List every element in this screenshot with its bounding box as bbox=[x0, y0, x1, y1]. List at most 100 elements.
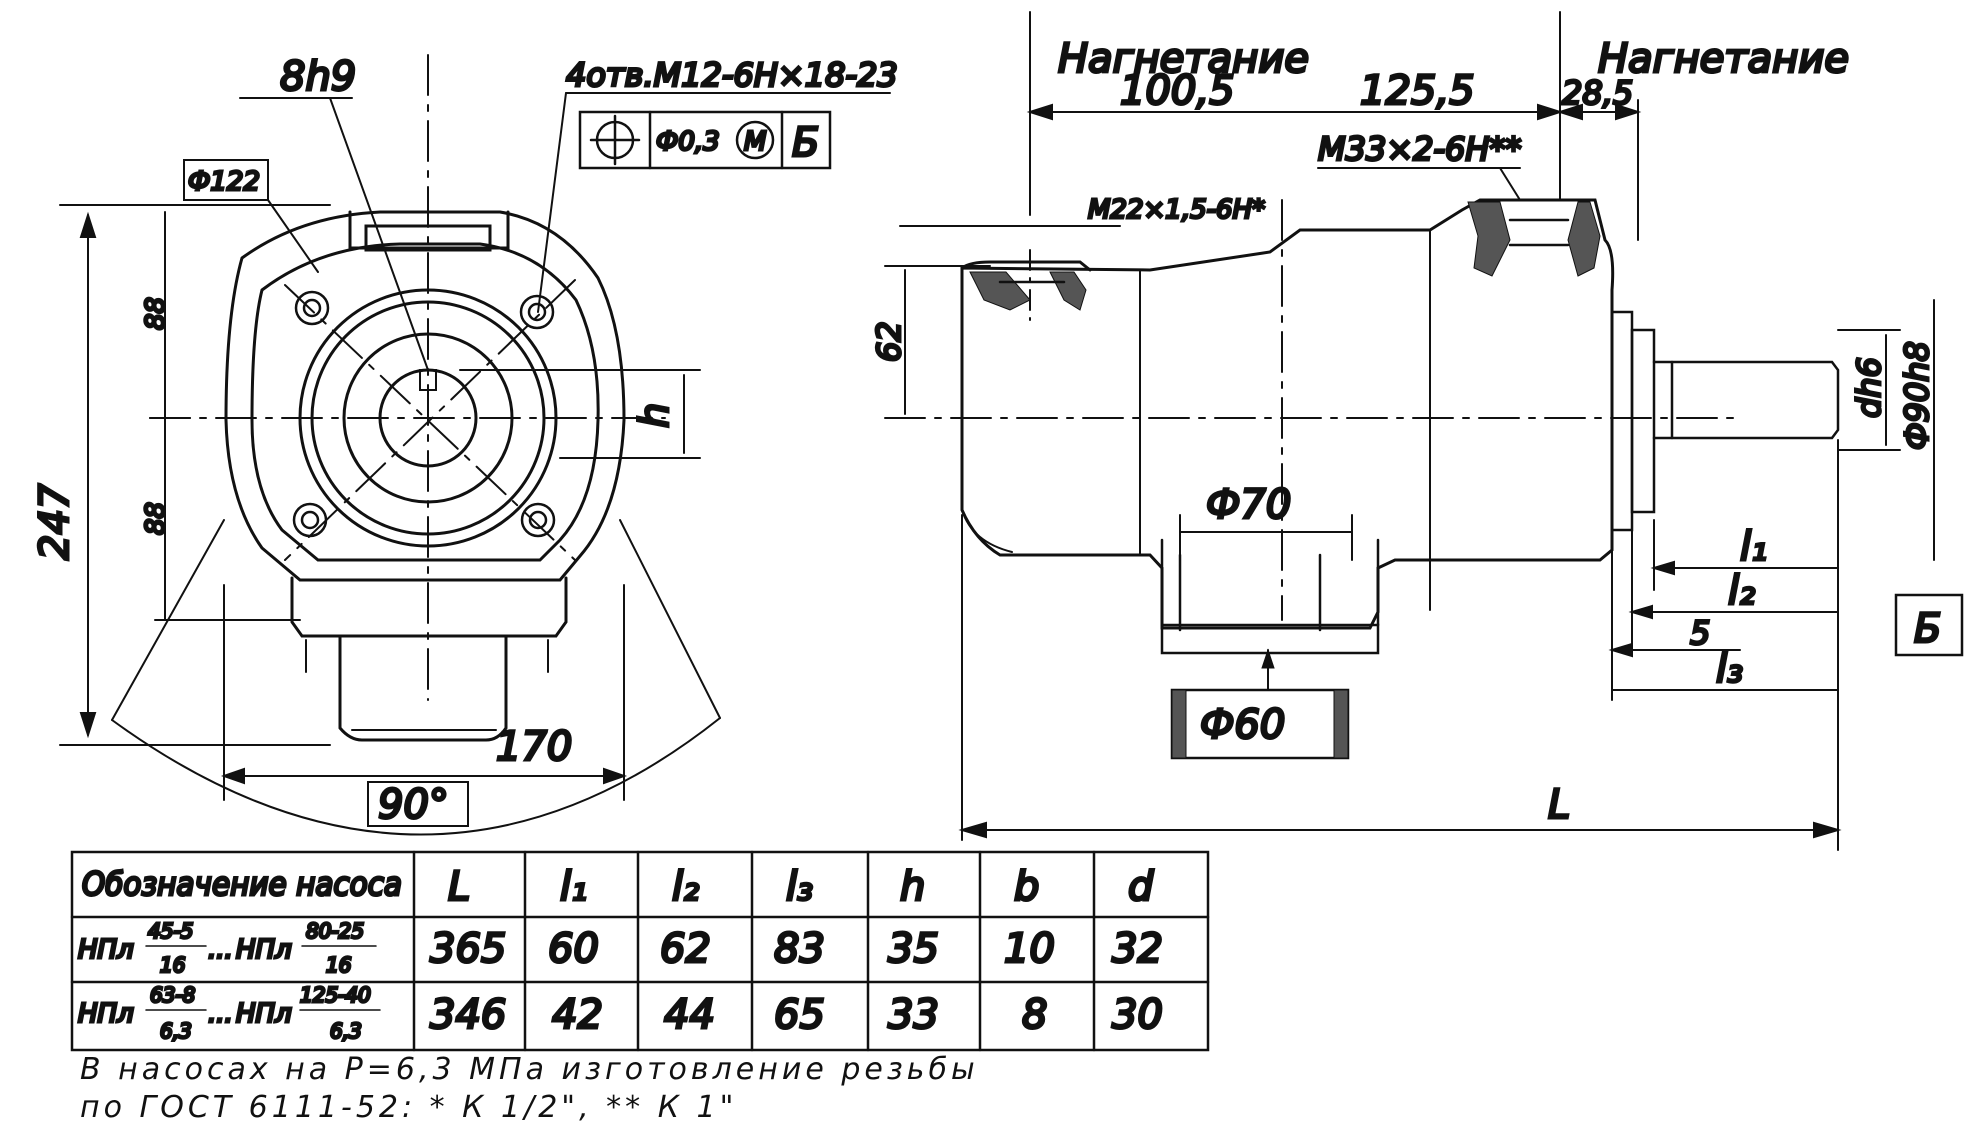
dim-h-label: h bbox=[632, 403, 678, 428]
note-line-1: В насосах на Р=6,3 МПа изготовление резь… bbox=[80, 1052, 979, 1087]
table-cell: 32 bbox=[1112, 926, 1163, 972]
svg-text:...: ... bbox=[208, 935, 233, 965]
table-header-b: b bbox=[1014, 864, 1039, 910]
dim-88-upper-label: 88 bbox=[141, 297, 171, 330]
table-cell: 8 bbox=[1022, 992, 1047, 1038]
svg-text:НПл: НПл bbox=[236, 935, 292, 965]
top-boss bbox=[364, 224, 492, 252]
tolerance-frame bbox=[578, 110, 832, 170]
svg-text:...: ... bbox=[208, 999, 233, 1029]
svg-text:16: 16 bbox=[326, 953, 351, 977]
dim-5-label: 5 bbox=[1690, 614, 1710, 652]
side-top-extensions bbox=[1026, 11, 1642, 241]
drive-shaft bbox=[1652, 360, 1840, 440]
seal-circle bbox=[342, 332, 514, 504]
dim-phi70-label: Ф70 bbox=[1206, 482, 1291, 528]
dim-125-5: 125,5 bbox=[1360, 68, 1475, 114]
pilot-circle bbox=[298, 288, 558, 548]
table-cell: 83 bbox=[774, 926, 825, 972]
table-header-L: L bbox=[448, 864, 470, 910]
bolt-holes bbox=[292, 290, 556, 538]
svg-text:80-25: 80-25 bbox=[306, 919, 364, 943]
dim-62-label: 62 bbox=[870, 321, 908, 362]
svg-text:63-8: 63-8 bbox=[150, 983, 195, 1007]
dim-dh6-label: dh6 bbox=[1850, 357, 1888, 418]
dim-key-label: 8h9 bbox=[280, 54, 356, 100]
flange-outline bbox=[224, 210, 626, 582]
svg-text:6,3: 6,3 bbox=[160, 1019, 192, 1043]
table-cell: 62 bbox=[660, 926, 711, 972]
flange-inner-outline bbox=[250, 242, 600, 562]
dim-l1-label: l₁ bbox=[1740, 524, 1767, 570]
dim-h bbox=[459, 369, 701, 459]
note-line-2: по ГОСТ 6111-52: * К 1/2", ** К 1" bbox=[80, 1090, 738, 1125]
tol-value: Ф0,3 bbox=[656, 127, 720, 157]
dim-l3-label: l₃ bbox=[1716, 646, 1743, 692]
svg-text:НПл: НПл bbox=[236, 999, 292, 1029]
dim-28-5: 28,5 bbox=[1562, 74, 1633, 112]
datum-label: Б bbox=[1914, 606, 1941, 652]
dim-width-label: 170 bbox=[496, 724, 572, 770]
rear-port bbox=[969, 271, 1087, 311]
svg-text:125-40: 125-40 bbox=[300, 983, 371, 1007]
dim-holes-label: 4отв.М12-6Н×18-23 bbox=[566, 56, 898, 94]
table-cell: 35 bbox=[888, 926, 939, 972]
table-header-name: Обозначение насоса bbox=[82, 865, 402, 903]
dim-dia-label: Ф122 bbox=[188, 167, 260, 197]
dim-dia-box bbox=[183, 159, 269, 201]
table-cell: 346 bbox=[430, 992, 506, 1038]
table-cell: 60 bbox=[548, 926, 599, 972]
table-cell: 365 bbox=[430, 926, 506, 972]
dim-angle-label: 90° bbox=[378, 782, 449, 828]
svg-text:45-5: 45-5 bbox=[148, 919, 193, 943]
svg-text:НПл: НПл bbox=[78, 999, 134, 1029]
dim-247 bbox=[59, 204, 331, 746]
table-row-2-name: НПл 63-8 6,3 ... НПл 125-40 6,3 bbox=[77, 982, 381, 1045]
dim-phi70 bbox=[1179, 514, 1353, 561]
dim-shaft bbox=[1837, 299, 1935, 561]
outlet-port bbox=[1467, 201, 1601, 277]
svg-text:НПл: НПл bbox=[78, 935, 134, 965]
dim-L-label: L bbox=[1548, 782, 1570, 828]
table-header-h: h bbox=[900, 864, 925, 910]
dim-lengths bbox=[1608, 439, 1839, 701]
inlet-port bbox=[1160, 538, 1380, 760]
bottom-body bbox=[290, 576, 568, 638]
dim-L bbox=[958, 514, 1842, 851]
dim-phi60-label: Ф60 bbox=[1200, 702, 1285, 748]
tol-modifier: M bbox=[744, 127, 766, 157]
table-header-l2: l₂ bbox=[672, 864, 699, 910]
label-discharge-left: Нагнетание bbox=[1058, 36, 1309, 82]
dim-88-lower-label: 88 bbox=[141, 502, 171, 535]
dim-170 bbox=[111, 519, 721, 836]
dim-angle-box bbox=[367, 781, 469, 827]
front-view: 247 88 88 h Ф122 8h9 4отв.М12-6Н×18-23 bbox=[31, 53, 899, 836]
svg-text:16: 16 bbox=[160, 953, 185, 977]
thread-m33-label: М33×2-6Н** bbox=[1318, 130, 1521, 168]
table-cell: 44 bbox=[664, 992, 715, 1038]
table-header-d: d bbox=[1128, 864, 1154, 910]
mount-flange bbox=[1610, 288, 1656, 532]
dim-100-5: 100,5 bbox=[1120, 68, 1235, 114]
top-lug bbox=[348, 210, 510, 250]
table-row-1-name: НПл 45-5 16 ... НПл 80-25 16 bbox=[77, 918, 377, 979]
table-cell: 42 bbox=[552, 992, 603, 1038]
tol-datum: Б bbox=[792, 120, 819, 166]
dim-l2-label: l₂ bbox=[1728, 568, 1755, 614]
table-cell: 30 bbox=[1112, 992, 1163, 1038]
pump-body bbox=[960, 198, 1615, 630]
table-header-l1: l₁ bbox=[560, 864, 587, 910]
svg-text:6,3: 6,3 bbox=[330, 1019, 362, 1043]
thread-m22-label: М22×1,5-6Н* bbox=[1088, 195, 1265, 225]
table-header-l3: l₃ bbox=[786, 864, 813, 910]
table-cell: 65 bbox=[774, 992, 825, 1038]
dim-phi90-label: Ф90h8 bbox=[1898, 341, 1936, 450]
pilot-inner-circle bbox=[310, 300, 546, 536]
bottom-port bbox=[338, 634, 508, 742]
side-view: Нагнетание Нагнетание 100,5 125,5 28,5 М… bbox=[869, 11, 1964, 851]
table-cell: 33 bbox=[888, 992, 939, 1038]
dim-247-label: 247 bbox=[32, 483, 78, 560]
label-discharge-right: Нагнетание bbox=[1598, 36, 1849, 82]
